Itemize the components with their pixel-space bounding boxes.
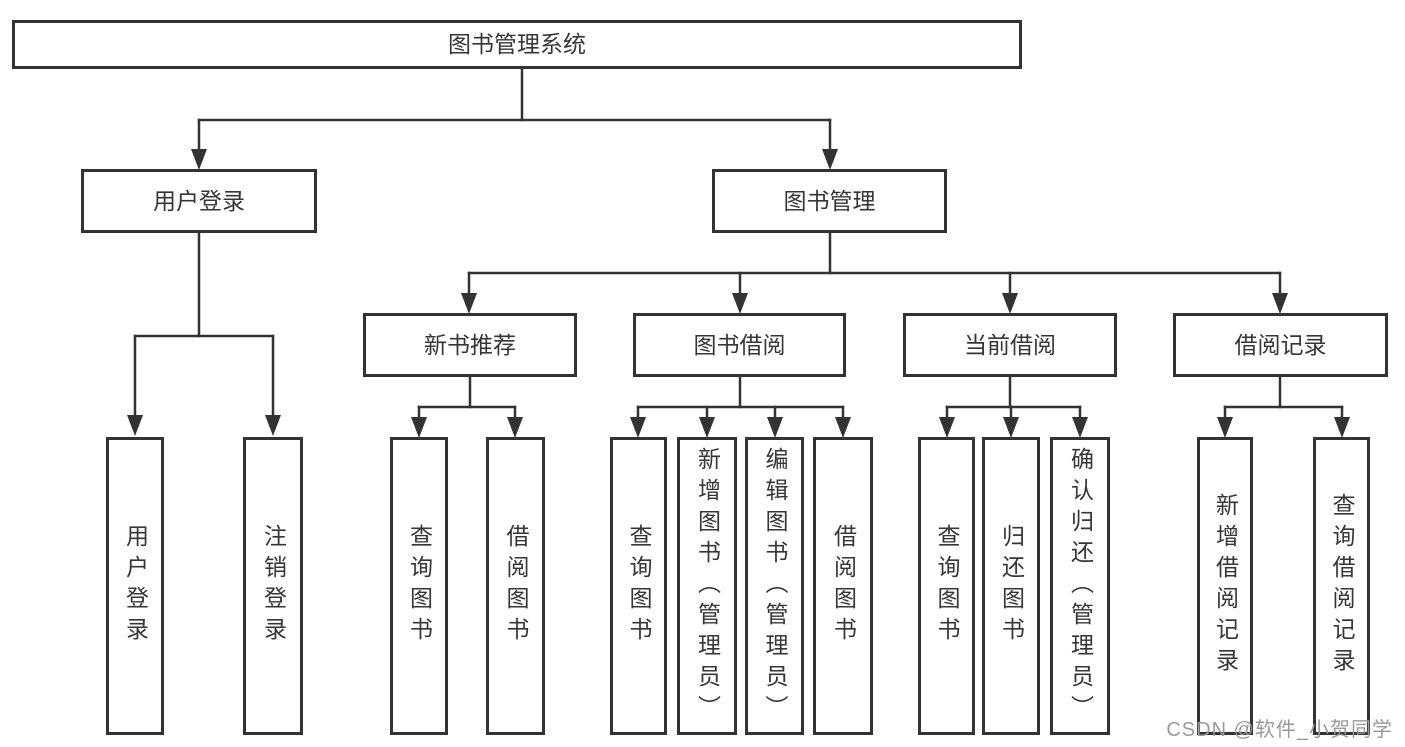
leaf-edit-book-admin: 编辑图书（管理员）	[745, 437, 804, 735]
leaf-borrow-books: 借阅图书	[813, 437, 873, 735]
node-book-borrowing: 图书借阅	[633, 313, 846, 377]
leaf-user-login: 用户登录	[106, 437, 164, 735]
leaf-add-borrow-record: 新增借阅记录	[1197, 437, 1253, 735]
leaf-query-books-current: 查询图书	[918, 437, 975, 735]
node-library-management-system: 图书管理系统	[12, 20, 1022, 69]
node-book-management: 图书管理	[712, 169, 947, 233]
node-current-borrowing: 当前借阅	[903, 313, 1117, 377]
leaf-return-books: 归还图书	[982, 437, 1040, 735]
node-user-login: 用户登录	[81, 169, 317, 233]
leaf-add-book-admin: 新增图书（管理员）	[677, 437, 737, 735]
node-new-book-recommend: 新书推荐	[363, 313, 577, 377]
node-borrowing-records: 借阅记录	[1173, 313, 1388, 377]
leaf-logout: 注销登录	[243, 437, 303, 735]
leaf-confirm-return-admin: 确认归还（管理员）	[1050, 437, 1110, 735]
leaf-borrow-books-recommend: 借阅图书	[486, 437, 545, 735]
leaf-query-books-recommend: 查询图书	[390, 437, 448, 735]
csdn-watermark: CSDN @软件_小贺同学	[1166, 719, 1393, 741]
leaf-query-borrow-record: 查询借阅记录	[1313, 437, 1370, 735]
leaf-query-books-borrowing: 查询图书	[610, 437, 667, 735]
